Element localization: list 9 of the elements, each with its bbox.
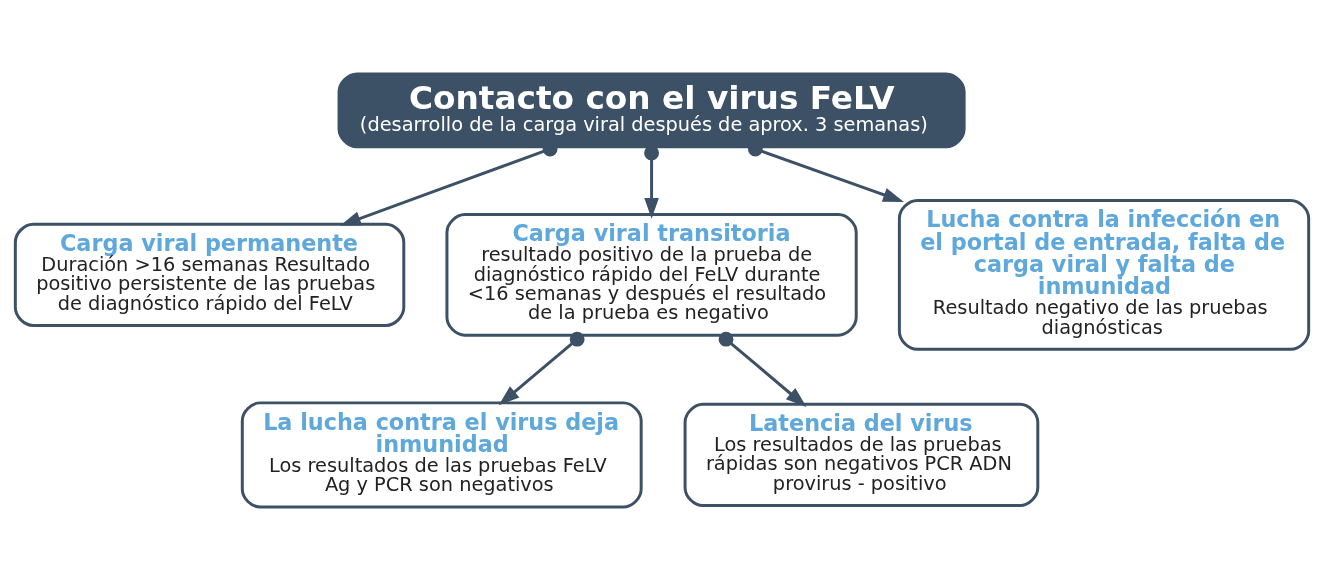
arrow bbox=[498, 331, 585, 406]
node-box: Contacto con el virus FeLV (desarrollo de la carga viral después de aprox. 3 semanas) bbox=[337, 72, 966, 149]
node-box: Carga viral permanente Duración >16 semanas Resultado positivo persistente de las pruebas de diagnóstico rápido del FeLV bbox=[13, 222, 406, 327]
node-box: Lucha contra la infección en el portal de entrada, falta de carga viral y falta de inmunidad Resultado negativo de las pruebas diagnósticas bbox=[897, 198, 1311, 351]
node-box: Latencia del virus Los resultados de las pruebas rápidas son negativos PCR ADN provirus - positivo bbox=[683, 402, 1040, 508]
node-box: La lucha contra el virus deja inmunidad Los resultados de las pruebas FeLV Ag y PCR son negativos bbox=[240, 401, 643, 509]
node-box: Carga viral transitoria resultado positivo de la prueba de diagnóstico rápido del FeLV durante <16 semanas y después el resultado de la prueba es negativo bbox=[445, 213, 858, 337]
arrow bbox=[718, 331, 807, 408]
arrow bbox=[644, 145, 660, 219]
